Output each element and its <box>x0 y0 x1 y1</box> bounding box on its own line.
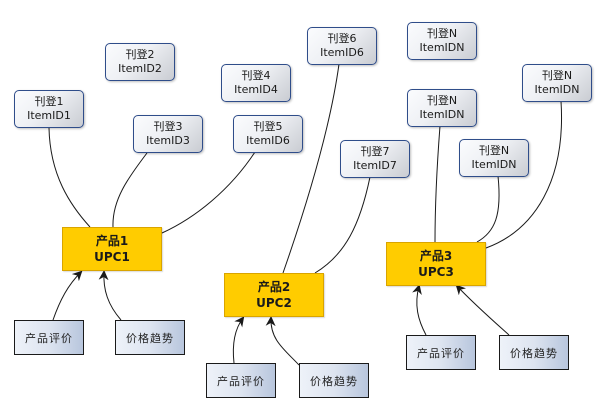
listing-item-id: ItemID1 <box>27 109 71 122</box>
arrow-price-product2 <box>265 316 300 366</box>
product-node-3[interactable]: 产品3 UPC3 <box>386 242 486 286</box>
listing-title: 刊登N <box>541 69 573 82</box>
edge-listingN2-product3 <box>434 125 441 243</box>
listing-item-id: ItemIDN <box>419 108 465 121</box>
listing-item-id: ItemID6 <box>320 46 364 59</box>
product-upc: UPC2 <box>256 296 292 310</box>
edge-listing1-product1 <box>48 127 91 228</box>
listing-title: 刊登7 <box>360 145 390 158</box>
product-node-1[interactable]: 产品1 UPC1 <box>62 227 162 271</box>
arrow-review-product2 <box>232 316 245 364</box>
listing-title: 刊登1 <box>34 95 64 108</box>
attribute-label: 价格趋势 <box>510 346 558 360</box>
edge-listing3-product1 <box>112 152 148 228</box>
attribute-label: 产品评价 <box>417 346 465 360</box>
arrow-review-product1 <box>52 270 83 321</box>
edge-listingN4-product3 <box>485 100 563 249</box>
listing-item-id: ItemID2 <box>118 62 162 75</box>
attribute-node-review-2[interactable]: 产品评价 <box>206 363 276 398</box>
listing-title: 刊登4 <box>241 69 271 82</box>
attribute-node-price-trend-3[interactable]: 价格趋势 <box>499 335 569 370</box>
listing-node-2[interactable]: 刊登2 ItemID2 <box>105 43 175 81</box>
attribute-label: 价格趋势 <box>310 374 358 388</box>
listing-title: 刊登6 <box>327 32 357 45</box>
listing-node-1[interactable]: 刊登1 ItemID1 <box>14 90 84 128</box>
listing-node-n-3[interactable]: 刊登N ItemIDN <box>459 139 529 177</box>
product-upc: UPC3 <box>418 265 454 279</box>
attribute-node-price-trend-2[interactable]: 价格趋势 <box>299 363 369 398</box>
attribute-node-review-3[interactable]: 产品评价 <box>406 335 476 370</box>
listing-node-n-1[interactable]: 刊登N ItemIDN <box>407 22 477 60</box>
product-upc: UPC1 <box>94 250 130 264</box>
attribute-node-price-trend-1[interactable]: 价格趋势 <box>115 320 185 355</box>
product-name: 产品3 <box>419 249 453 263</box>
listing-node-n-4[interactable]: 刊登N ItemIDN <box>522 64 592 102</box>
arrow-price-product1 <box>98 270 122 321</box>
edge-listing6-product2 <box>282 63 340 274</box>
attribute-label: 价格趋势 <box>126 331 174 345</box>
listing-item-id: ItemIDN <box>419 41 465 54</box>
listing-item-id: ItemID4 <box>234 83 278 96</box>
listing-node-3[interactable]: 刊登3 ItemID3 <box>133 115 203 153</box>
attribute-label: 产品评价 <box>217 374 265 388</box>
edge-listing7-product2 <box>314 176 371 274</box>
listing-title: 刊登N <box>426 94 458 107</box>
product-name: 产品2 <box>257 280 291 294</box>
attribute-node-review-1[interactable]: 产品评价 <box>14 320 84 355</box>
listing-title: 刊登N <box>426 27 458 40</box>
listing-node-5[interactable]: 刊登5 ItemID6 <box>233 115 303 153</box>
arrow-price-product3 <box>455 284 510 336</box>
product-node-2[interactable]: 产品2 UPC2 <box>224 273 324 317</box>
listing-item-id: ItemIDN <box>471 158 517 171</box>
listing-title: 刊登3 <box>153 120 183 133</box>
listing-title: 刊登N <box>478 144 510 157</box>
listing-item-id: ItemID6 <box>246 134 290 147</box>
listing-item-id: ItemID7 <box>353 159 397 172</box>
listing-node-4[interactable]: 刊登4 ItemID4 <box>221 64 291 102</box>
listing-title: 刊登2 <box>125 48 155 61</box>
listing-item-id: ItemIDN <box>534 83 580 96</box>
attribute-label: 产品评价 <box>25 331 73 345</box>
listing-node-n-2[interactable]: 刊登N ItemIDN <box>407 89 477 127</box>
listing-item-id: ItemID3 <box>146 134 190 147</box>
arrow-review-product3 <box>412 284 427 336</box>
edge-listing5-product1 <box>161 151 256 234</box>
listing-node-6[interactable]: 刊登6 ItemID6 <box>307 27 377 65</box>
edge-listingN3-product3 <box>476 175 500 243</box>
listing-node-7[interactable]: 刊登7 ItemID7 <box>340 140 410 178</box>
product-name: 产品1 <box>95 234 129 248</box>
listing-title: 刊登5 <box>253 120 283 133</box>
